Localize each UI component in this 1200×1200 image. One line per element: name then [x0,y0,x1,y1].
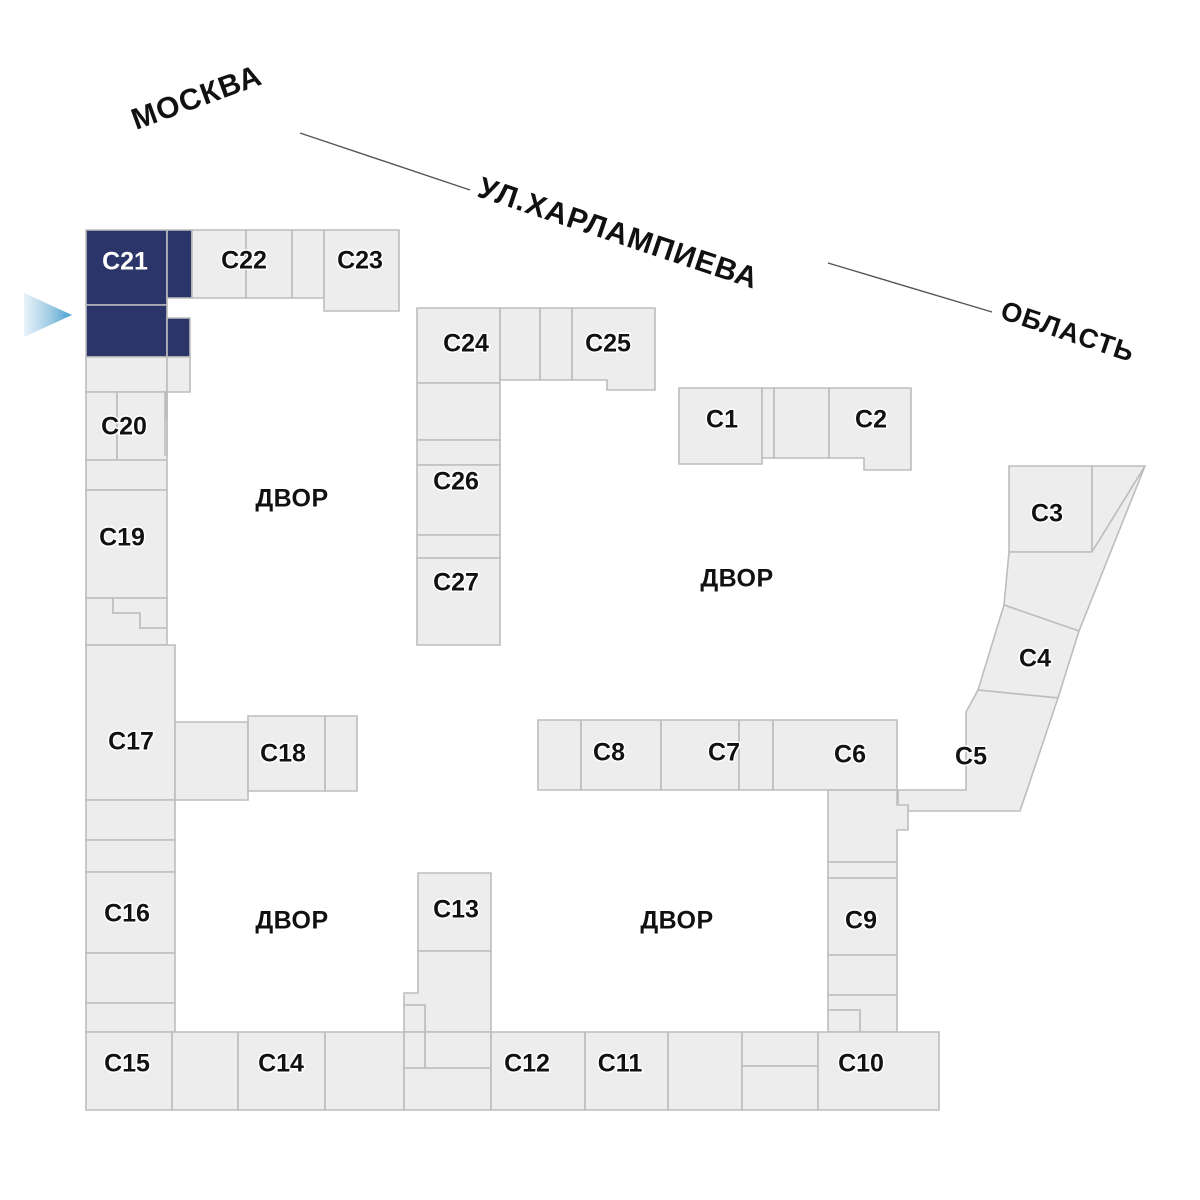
block-label-C7: C7 [708,739,740,767]
block-C5[interactable] [897,689,1060,812]
block-C8-part-a[interactable] [537,719,582,791]
block-C24-part-b[interactable] [499,307,541,381]
block-group-mid-band [537,719,898,791]
block-label-C13: C13 [433,896,479,924]
block-C9-part-a[interactable] [827,789,909,863]
block-label-C9: C9 [845,907,877,935]
block-C26-part-a[interactable] [416,382,501,441]
leader-line-oblast [827,262,993,313]
block-label-C14: C14 [258,1050,304,1078]
label-moskva: МОСКВА [127,59,266,137]
block-C16-part-c[interactable] [85,1002,176,1033]
block-label-C21: C21 [102,248,148,276]
block-C15-part-b[interactable] [171,1031,239,1111]
block-label-C20: C20 [101,413,147,441]
yard-label-southwest: ДВОР [255,907,328,935]
block-label-C5: C5 [955,743,987,771]
block-group-west [85,356,358,1033]
block-west-band-top-stub[interactable] [166,356,191,393]
block-east-slant-mid[interactable] [1003,465,1146,633]
block-centre-filler[interactable] [539,307,573,381]
block-group-east-slant [897,465,1147,812]
block-south-notch[interactable] [403,1004,426,1033]
block-C10[interactable] [817,1031,940,1111]
block-mid-band-filler[interactable] [738,719,774,791]
block-label-C25: C25 [585,330,631,358]
block-C1[interactable] [678,387,763,465]
block-label-C15: C15 [104,1050,150,1078]
block-C21-part-c[interactable] [85,304,168,358]
block-label-C18: C18 [260,740,306,768]
block-C20-notch-a [165,391,168,419]
block-C21-part-b[interactable] [166,229,193,299]
block-C9-notch[interactable] [827,1009,861,1033]
block-label-C22: C22 [221,247,267,275]
block-label-C17: C17 [108,728,154,756]
block-northeast-filler[interactable] [773,387,830,459]
pointer-triangle-icon [24,293,72,337]
block-C14-part-b[interactable] [324,1031,405,1111]
block-south-filler-a[interactable] [741,1031,819,1067]
block-label-C12: C12 [504,1050,550,1078]
block-C11-part-b[interactable] [667,1031,743,1111]
block-west-band-c[interactable] [85,839,176,873]
block-label-C19: C19 [99,524,145,552]
block-C9-part-b[interactable] [827,861,898,879]
block-label-C26: C26 [433,468,479,496]
block-group-south [85,1004,940,1111]
block-label-C24: C24 [443,330,489,358]
block-label-C10: C10 [838,1050,884,1078]
block-west-band-top[interactable] [85,356,168,393]
block-C12-lower[interactable] [403,1067,492,1111]
block-C21-part-d[interactable] [166,317,191,358]
block-group-north [85,229,400,358]
street-leader-lines [299,132,993,313]
block-C27-part-a[interactable] [416,534,501,559]
block-C17[interactable] [85,644,176,801]
block-label-C16: C16 [104,900,150,928]
yard-labels: ДВОР ДВОР ДВОР ДВОР [255,485,773,935]
block-C19-step-inner[interactable] [112,597,168,629]
block-C20-notch-b [164,417,168,456]
label-oblast: ОБЛАСТЬ [997,295,1139,368]
yard-label-northeast: ДВОР [700,565,773,593]
block-C23[interactable] [323,229,400,312]
block-label-C4: C4 [1019,645,1051,673]
leader-line-moskva [299,132,471,191]
block-C17-part-b[interactable] [174,721,249,801]
block-group-east-vertical [827,789,909,1033]
block-C9-part-c[interactable] [827,954,898,996]
block-C26-part-b[interactable] [416,439,501,466]
block-label-C8: C8 [593,739,625,767]
block-C25[interactable] [571,307,656,391]
block-label-C3: C3 [1031,500,1063,528]
block-C2[interactable] [828,387,912,471]
block-label-C27: C27 [433,569,479,597]
block-C1-stub[interactable] [761,387,775,459]
block-west-band-b[interactable] [85,799,176,841]
block-group-centre [416,307,656,646]
block-C20-part-c[interactable] [85,459,168,491]
selected-block-pointer [24,293,72,337]
block-north-filler[interactable] [291,229,325,299]
block-label-C11: C11 [598,1050,643,1078]
block-group-northeast [678,387,912,471]
block-label-C6: C6 [834,741,866,769]
block-label-C2: C2 [855,406,887,434]
block-C16-part-b[interactable] [85,952,176,1004]
yard-label-northwest: ДВОР [255,485,328,513]
yard-label-southeast: ДВОР [640,907,713,935]
block-south-notch-b[interactable] [403,1031,426,1069]
label-street-name: УЛ.ХАРЛАМПИЕВА [474,171,763,295]
block-C27-part-b[interactable] [416,557,501,646]
block-label-C1: C1 [706,406,738,434]
block-C12-upper[interactable] [424,1031,492,1069]
block-label-C23: C23 [337,247,383,275]
block-C18-part-b[interactable] [324,715,358,792]
block-south-filler-b[interactable] [741,1065,819,1111]
